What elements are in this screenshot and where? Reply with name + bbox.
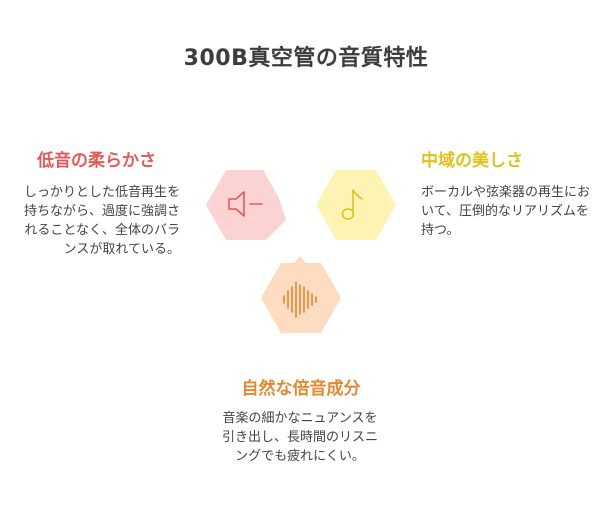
speaker-low-volume-icon (228, 191, 263, 217)
low-frequency-description: しっかりとした低音再生を持ちながら、過度に強調されることなく、全体のバランスが取… (23, 185, 180, 257)
low-frequency-hexagon (206, 170, 286, 240)
midrange-description: ボーカルや弦楽器の再生において、圧倒的なリアリズムを持つ。 (421, 185, 591, 238)
sound-wave-icon (283, 281, 317, 318)
page-title: 300B真空管の音質特性 (183, 46, 429, 71)
harmonics-heading: 自然な倍音成分 (241, 379, 361, 399)
harmonics-description: 音楽の細かなニュアンスを引き出し、長時間のリスニングでも疲れにくい。 (221, 411, 378, 464)
music-note-icon (341, 189, 363, 220)
midrange-node (316, 170, 396, 240)
low-frequency-node (206, 170, 286, 240)
midrange-heading: 中域の美しさ (421, 151, 523, 171)
harmonics-node (261, 256, 341, 333)
midrange-hexagon (316, 170, 396, 240)
harmonics-hexagon (261, 256, 341, 333)
low-frequency-heading: 低音の柔らかさ (37, 151, 156, 171)
